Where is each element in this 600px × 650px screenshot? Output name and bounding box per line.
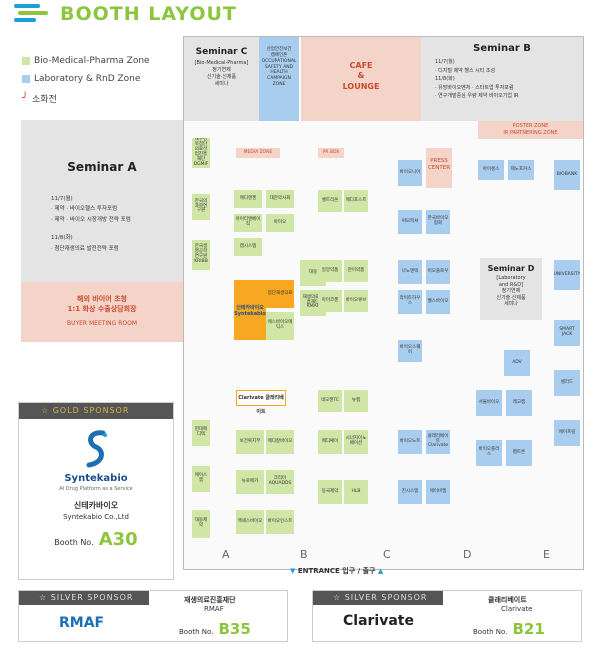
booth-c4[interactable]: 한미약품 <box>344 260 368 282</box>
booth-b3[interactable]: 대한약사회 <box>266 190 294 208</box>
booth-e5[interactable]: SMART JACK <box>554 320 580 346</box>
clarivate-logo: Clarivate <box>343 613 414 629</box>
booth-a10[interactable]: 에이스엠 <box>192 466 210 492</box>
star-icon: ☆ <box>41 406 50 415</box>
occupational-safety-zone[interactable]: 산업안전보건 캠페인존 OCCUPATIONAL SAFETY AND HEAL… <box>259 37 299 121</box>
legend-item-bio: Bio-Medical-Pharma Zone <box>22 56 150 66</box>
fire-hydrant-icon: ╯ <box>22 93 29 104</box>
page-title: BOOTH LAYOUT <box>60 3 237 25</box>
blue-swatch <box>22 75 30 83</box>
column-label-d: D <box>463 548 472 561</box>
entrance-label: ▼ ENTRANCE 입구 / 출구 ▲ <box>290 567 384 575</box>
pr-box: PR BOX <box>318 148 344 158</box>
booth-e3[interactable]: BIOBANK <box>554 160 580 190</box>
booth-b11[interactable]: 크리아 AQUADDS <box>266 470 294 494</box>
booth-c6[interactable]: 바이오큐브 <box>344 290 368 312</box>
press-center[interactable]: PRESS CENTER <box>426 148 452 188</box>
booth-d2[interactable]: 써모피셔 <box>398 210 422 234</box>
booth-a4[interactable]: 메디엔젠 <box>234 190 262 208</box>
booth-a9[interactable]: 현대메디텍 <box>192 420 210 446</box>
booth-b2[interactable]: 메디칼바이오 <box>266 430 294 454</box>
booth-e4[interactable]: UNIVERSITY <box>554 260 580 290</box>
booth-d9[interactable]: 바이오노트 <box>398 430 422 454</box>
cafe-lounge[interactable]: CAFE & LOUNGE <box>301 37 421 121</box>
booth-c1[interactable]: 셀트리온 <box>318 190 342 212</box>
booth-b4[interactable]: 바이오 <box>266 214 294 232</box>
booth-e11[interactable]: 펩트론 <box>506 440 532 466</box>
star-icon: ☆ <box>333 593 342 602</box>
arrow-up-icon: ▲ <box>377 567 384 575</box>
booth-e10[interactable]: 바이오플러스 <box>476 440 502 466</box>
booth-c11[interactable]: 동국제약 <box>318 480 342 504</box>
booth-b5[interactable]: 첨단재생의료 <box>266 280 294 308</box>
booth-a3[interactable]: 한국생명공학연구원 KRIBB <box>192 240 210 270</box>
silver-sponsor-header: ☆ SILVER SPONSOR <box>19 591 149 605</box>
booth-b1[interactable]: 보건복지부 <box>236 430 264 454</box>
booth-c10[interactable]: 시너지이노베이션 <box>344 430 368 454</box>
rmaf-logo: RMAF <box>59 615 105 631</box>
booth-d11[interactable]: 진시스템 <box>398 480 422 504</box>
gold-sponsor-card[interactable]: ☆ GOLD SPONSOR Syntekabio AI Drug Platfo… <box>18 402 174 580</box>
booth-a1[interactable]: 대구경북첨단의료산업진흥재단 DGMIF <box>192 138 210 168</box>
booth-a7[interactable]: 캠시스템 <box>234 238 262 256</box>
booth-a6[interactable]: 아이티앤베이직 <box>234 214 262 232</box>
booth-b10[interactable]: 엑세스바이오 <box>236 510 264 534</box>
booth-d6[interactable]: 라이트하우스 <box>398 290 422 314</box>
booth-c12[interactable]: HLB <box>344 480 368 504</box>
booth-b12[interactable]: 바이오인스트 <box>266 510 294 534</box>
syntekabio-logo-icon <box>86 430 107 468</box>
booth-d5[interactable]: 이오플로우 <box>426 260 450 284</box>
silver-sponsor-header: ☆ SILVER SPONSOR <box>313 591 443 605</box>
silver-sponsor-clarivate-card[interactable]: ☆ SILVER SPONSOR Clarivate 클래리베이트 Clariv… <box>312 590 582 642</box>
gold-sponsor-header: ☆ GOLD SPONSOR <box>19 403 173 419</box>
booth-c5[interactable]: 아미코젠 <box>318 290 342 312</box>
booth-e7[interactable]: 서울바이오 <box>476 390 502 416</box>
logo-bars-icon <box>14 4 48 26</box>
booth-d1[interactable]: 바이오니아 <box>398 160 422 186</box>
booth-c2[interactable]: 메디포스트 <box>344 190 368 212</box>
booth-syntekabio-a30[interactable]: 신테카바이오 Syntekabio <box>234 280 266 340</box>
green-swatch <box>22 57 30 65</box>
booth-e2[interactable]: 제노포커스 <box>508 160 534 180</box>
booth-c7[interactable]: 네오젠TC <box>318 390 342 412</box>
booth-a8[interactable]: 대웅제약 <box>192 510 210 538</box>
column-label-e: E <box>543 548 550 561</box>
legend-item-lab: Laboratory & RnD Zone <box>22 74 140 84</box>
booth-e6[interactable]: ADV <box>504 350 530 376</box>
column-label-c: C <box>383 548 391 561</box>
booth-e9[interactable]: 셀리드 <box>554 370 580 396</box>
booth-d12[interactable]: 에이비엘 <box>426 480 450 504</box>
booth-clarivate-b21[interactable]: Clarivate 클래리베이트 <box>236 390 286 415</box>
column-label-a: A <box>222 548 230 561</box>
booth-b6[interactable]: 에스바이오메딕스 <box>266 312 294 340</box>
legend-item-hydrant: ╯ 소화전 <box>22 93 57 105</box>
booth-a2[interactable]: 한국의과학연구원 <box>192 194 210 220</box>
booth-d8[interactable]: 바이오스퀘어 <box>398 340 422 362</box>
star-icon: ☆ <box>39 593 48 602</box>
booth-c3[interactable]: 일양약품 <box>318 260 342 282</box>
booth-b9[interactable]: 뉴로메카 <box>236 470 264 494</box>
arrow-down-icon: ▼ <box>290 567 296 575</box>
booth-c8[interactable]: 뉴랩 <box>344 390 368 412</box>
media-zone: MEDIA ZONE <box>236 148 280 158</box>
buyer-meeting-room[interactable]: 해외 바이어 초청 1:1 화상 수출상담회장 BUYER MEETING RO… <box>21 282 183 342</box>
seminar-a-room[interactable]: Seminar A 11/7(월) · 제약 · 바이오헬스 투자포럼 · 제약… <box>21 120 183 282</box>
booth-e12[interactable]: 에이프릴 <box>554 420 580 446</box>
booth-d10[interactable]: 클래리베이트 Clarivate <box>426 430 450 454</box>
seminar-d-room[interactable]: Seminar D [Laboratory and R&D] 정기연제 신기술·… <box>480 258 542 320</box>
booth-d4[interactable]: 나노엔텍 <box>398 260 422 284</box>
booth-d3[interactable]: 한국바이오협회 <box>426 210 450 234</box>
booth-e1[interactable]: 아이센스 <box>478 160 504 180</box>
seminar-c-room[interactable]: Seminar C [Bio-Medical-Pharma] 정기연제 신기술·… <box>184 37 259 121</box>
seminar-b-room[interactable]: Seminar B 11/7(월) · 디지털 제약 헬스 시티 조성 11/8… <box>421 37 583 121</box>
booth-d7[interactable]: 웰스바이오 <box>426 290 450 314</box>
silver-sponsor-rmaf-card[interactable]: ☆ SILVER SPONSOR RMAF 재생의료진흥재단 RMAF Boot… <box>18 590 288 642</box>
column-label-b: B <box>300 548 308 561</box>
booth-c9[interactable]: 메디쎄이 <box>318 430 342 454</box>
poster-zone[interactable]: POSTER ZONE IR PARTNERING ZONE <box>478 121 583 139</box>
booth-e8[interactable]: 레고켐 <box>506 390 532 416</box>
